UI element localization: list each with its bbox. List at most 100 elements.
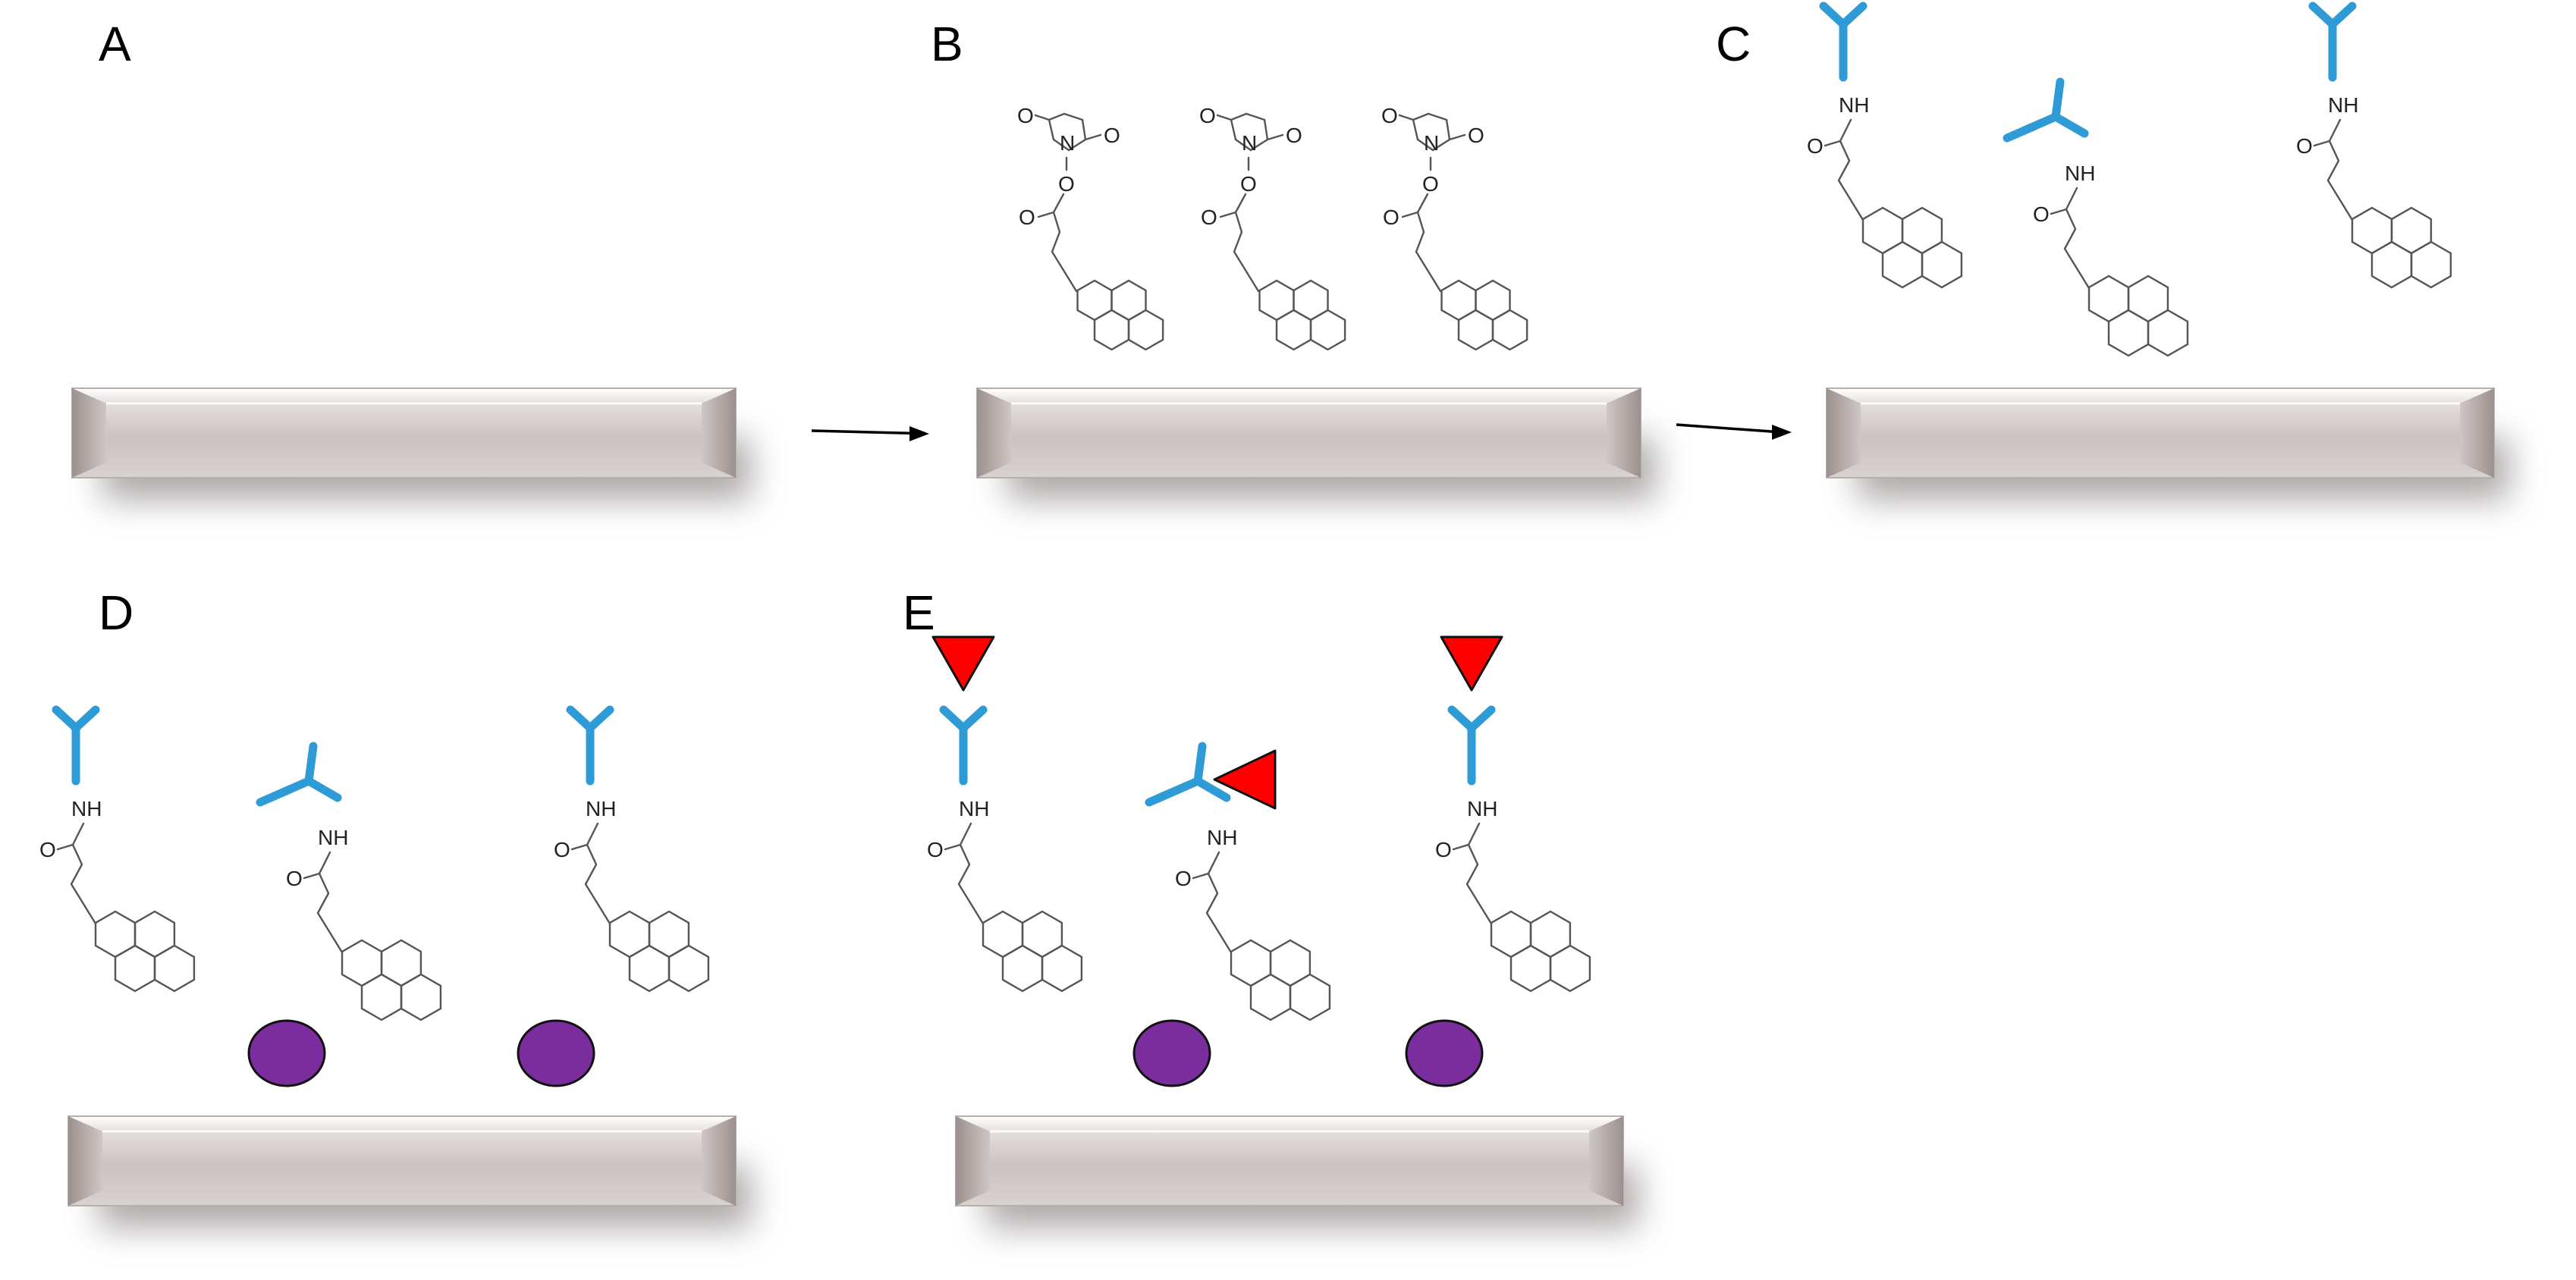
antigen-triangle: [1440, 635, 1503, 692]
atom-o: O: [1017, 104, 1034, 127]
antibody-arms: [2003, 77, 2065, 143]
carbonyl-bond: [1219, 211, 1237, 218]
atom-o: O: [1240, 172, 1257, 196]
pyrene-ring: [1491, 309, 1528, 351]
atom-o: O: [1201, 205, 1217, 229]
substrate: [71, 387, 751, 500]
pyrene-ring: [1127, 309, 1164, 351]
atom-n: N: [1424, 131, 1439, 155]
process-arrow: [811, 426, 929, 441]
substrate-face: [955, 1115, 1624, 1206]
antibody-arms: [1447, 705, 1496, 733]
pyrene-ring: [134, 910, 176, 958]
substrate-right-bevel: [702, 388, 736, 478]
atom-nh: NH: [1467, 797, 1497, 820]
pyrene-ring: [1490, 910, 1532, 958]
pyrene-antibody-conjugate: NH O: [2296, 2, 2452, 289]
pyrene-ring: [1289, 973, 1331, 1021]
pyrene-ring: [94, 910, 137, 958]
carbonyl-bond: [944, 843, 962, 851]
linker-chain: [1233, 193, 1260, 293]
pyrene-ring: [648, 910, 690, 958]
antibody-arms: [52, 705, 100, 733]
pyrene-antibody-conjugate: NHO: [39, 705, 196, 993]
linker-chain: [316, 851, 344, 954]
atom-o: O: [1286, 124, 1302, 147]
carbonyl-bond: [1448, 133, 1466, 141]
panel-label: D: [99, 585, 134, 640]
pyrene-ring: [982, 910, 1024, 958]
carbonyl-bond: [56, 843, 74, 851]
arrow-head: [909, 426, 929, 441]
pyrene-ring: [2351, 206, 2393, 255]
carbonyl-bond: [1398, 114, 1415, 121]
pyrene-ring: [1269, 939, 1312, 987]
pyrene-ring: [2127, 275, 2169, 323]
pyrene-ring: [114, 944, 156, 993]
antibody-stem: [1193, 776, 1231, 802]
antibody: [1145, 742, 1231, 807]
carbonyl-bond: [303, 872, 321, 880]
pyrene-ring: [2370, 240, 2413, 289]
antibody: [256, 742, 342, 807]
substrate-right-bevel: [1589, 1116, 1623, 1206]
carbonyl-bond: [1401, 211, 1419, 218]
atom-o: O: [1104, 124, 1120, 147]
antibody: [566, 705, 614, 786]
pyrene-antibody-conjugate: NHO: [927, 635, 1083, 993]
antibody: [1447, 705, 1496, 786]
carbonyl-bond: [1192, 872, 1210, 880]
substrate: [1826, 387, 2509, 500]
antibody: [2308, 2, 2357, 82]
panel-label: A: [99, 17, 131, 71]
antibody: [52, 705, 100, 786]
pyrene-ring: [1901, 206, 1943, 255]
panel-a: A: [71, 17, 751, 500]
pyrene-ring: [400, 973, 442, 1021]
atom-nh: NH: [2328, 93, 2358, 117]
carbonyl-bond: [1266, 133, 1284, 141]
pyrene-ring: [1093, 309, 1130, 351]
pyrene-ring: [2088, 275, 2130, 323]
pyrene-ring: [1549, 944, 1591, 993]
carbonyl-bond: [1452, 843, 1470, 851]
blocking-particle: [247, 1019, 326, 1087]
atom-o: O: [1468, 124, 1484, 147]
atom-o: O: [2296, 134, 2313, 158]
pyrene-antibody-conjugate: NHO: [1145, 742, 1331, 1021]
atom-o: O: [1058, 172, 1075, 196]
atom-nh: NH: [71, 797, 102, 820]
antibody-arms: [1819, 2, 1868, 29]
antibody-stem: [2051, 112, 2089, 138]
atom-nh: NH: [959, 797, 989, 820]
arrow-shaft: [811, 429, 913, 435]
pyrene-ring: [1881, 240, 1924, 289]
linker-chain: [2063, 187, 2091, 290]
pyrene-antibody-conjugate: NHO: [1807, 2, 1963, 289]
pyrene-ring: [380, 939, 423, 987]
atom-o: O: [1435, 838, 1452, 861]
atom-nh: NH: [2065, 162, 2095, 185]
atom-o: O: [1422, 172, 1439, 196]
pyrene-ring: [1230, 939, 1272, 987]
panel-label: B: [931, 17, 963, 71]
pyrene-antibody-conjugate: NH O: [1435, 635, 1591, 993]
carbonyl-bond: [1216, 114, 1233, 121]
atom-o: O: [554, 838, 570, 861]
pyrene-ring: [1529, 910, 1572, 958]
atom-o: O: [286, 867, 303, 890]
pyrene-ring: [608, 910, 651, 958]
atom-o: O: [1019, 205, 1035, 229]
antibody-arms: [566, 705, 614, 733]
pyrene-ring: [1509, 944, 1552, 993]
carbonyl-bond: [2050, 208, 2068, 215]
substrate-right-bevel: [702, 1116, 736, 1206]
antibody: [939, 705, 988, 786]
pyrene-antibody-conjugate: NHO: [554, 705, 710, 993]
pyrene-ring: [1001, 944, 1044, 993]
atom-nh: NH: [1839, 93, 1869, 117]
